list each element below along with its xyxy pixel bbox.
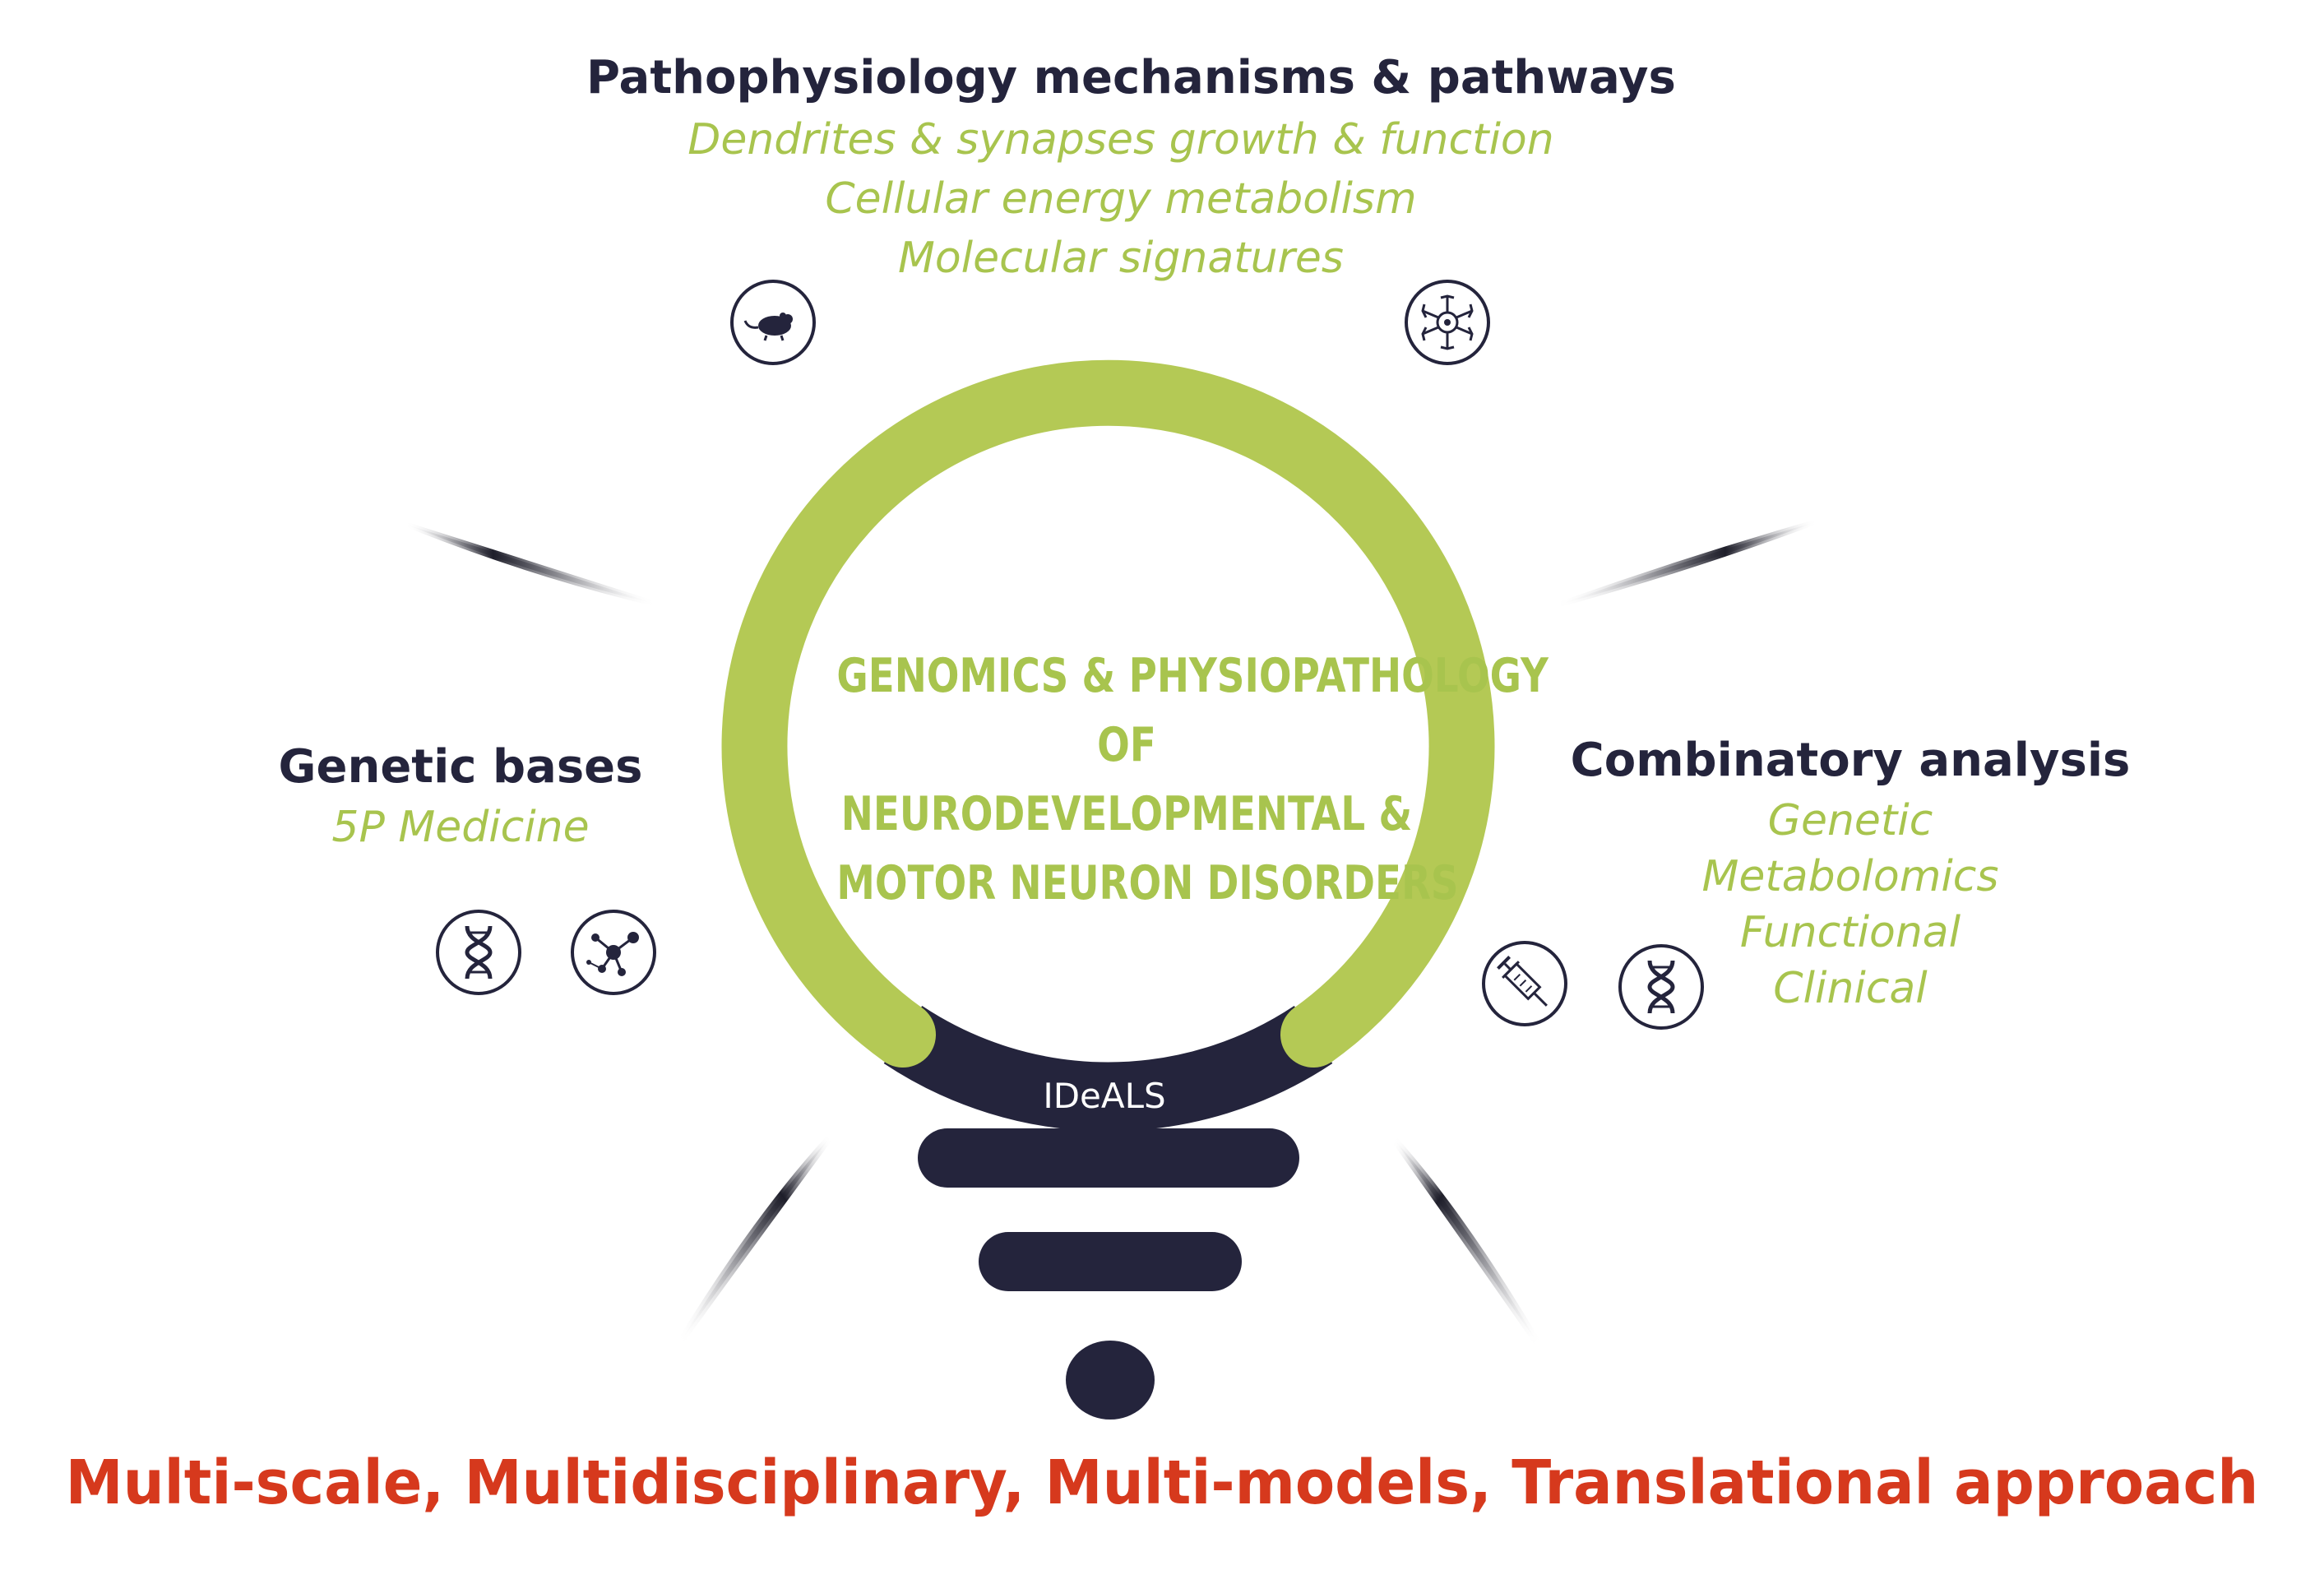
ray-lower-left xyxy=(675,1134,834,1347)
top-item-signatures: Molecular signatures xyxy=(897,234,1345,283)
right-item-metabolomics: Metabolomics xyxy=(1701,852,1999,901)
center-line-2: OF xyxy=(1097,718,1156,772)
ray-lower-right xyxy=(1391,1137,1544,1350)
molecule-network-icon xyxy=(571,910,656,995)
left-item-5p-medicine: 5P Medicine xyxy=(331,803,590,852)
right-item-genetic: Genetic xyxy=(1767,796,1933,845)
center-title: GENOMICS & PHYSIOPATHOLOGY OF NEURODEVEL… xyxy=(836,641,1549,918)
right-item-clinical: Clinical xyxy=(1773,964,1928,1013)
top-item-dendrites: Dendrites & synapses growth & function xyxy=(687,115,1554,164)
bulb-ring xyxy=(721,359,1495,1068)
right-item-functional: Functional xyxy=(1739,908,1961,957)
brand-label: IDeALS xyxy=(1043,1076,1166,1116)
right-heading: Combinatory analysis xyxy=(1570,734,2131,787)
ray-upper-right xyxy=(1553,519,1819,609)
dna-icon xyxy=(436,910,521,995)
bulb-tip xyxy=(1066,1341,1155,1420)
top-heading: Pathophysiology mechanisms & pathways xyxy=(586,51,1676,104)
syringe-icon xyxy=(1482,941,1567,1026)
tagline: Multi-scale, Multidisciplinary, Multi-mo… xyxy=(65,1447,2259,1518)
mouse-icon xyxy=(730,280,816,365)
bulb-screw-bottom xyxy=(979,1232,1242,1291)
ray-upper-left xyxy=(403,521,659,607)
bulb-screw-top xyxy=(918,1128,1299,1188)
center-line-4: MOTOR NEURON DISORDERS xyxy=(836,856,1459,910)
top-item-energy: Cellular energy metabolism xyxy=(825,174,1417,224)
neuron-cell-icon xyxy=(1405,280,1490,365)
dna-icon xyxy=(1618,944,1704,1030)
bulb-base-arc xyxy=(883,1005,1333,1132)
center-line-3: NEURODEVELOPMENTAL & xyxy=(840,787,1413,841)
left-heading: Genetic bases xyxy=(278,740,643,794)
center-line-1: GENOMICS & PHYSIOPATHOLOGY xyxy=(836,649,1549,703)
